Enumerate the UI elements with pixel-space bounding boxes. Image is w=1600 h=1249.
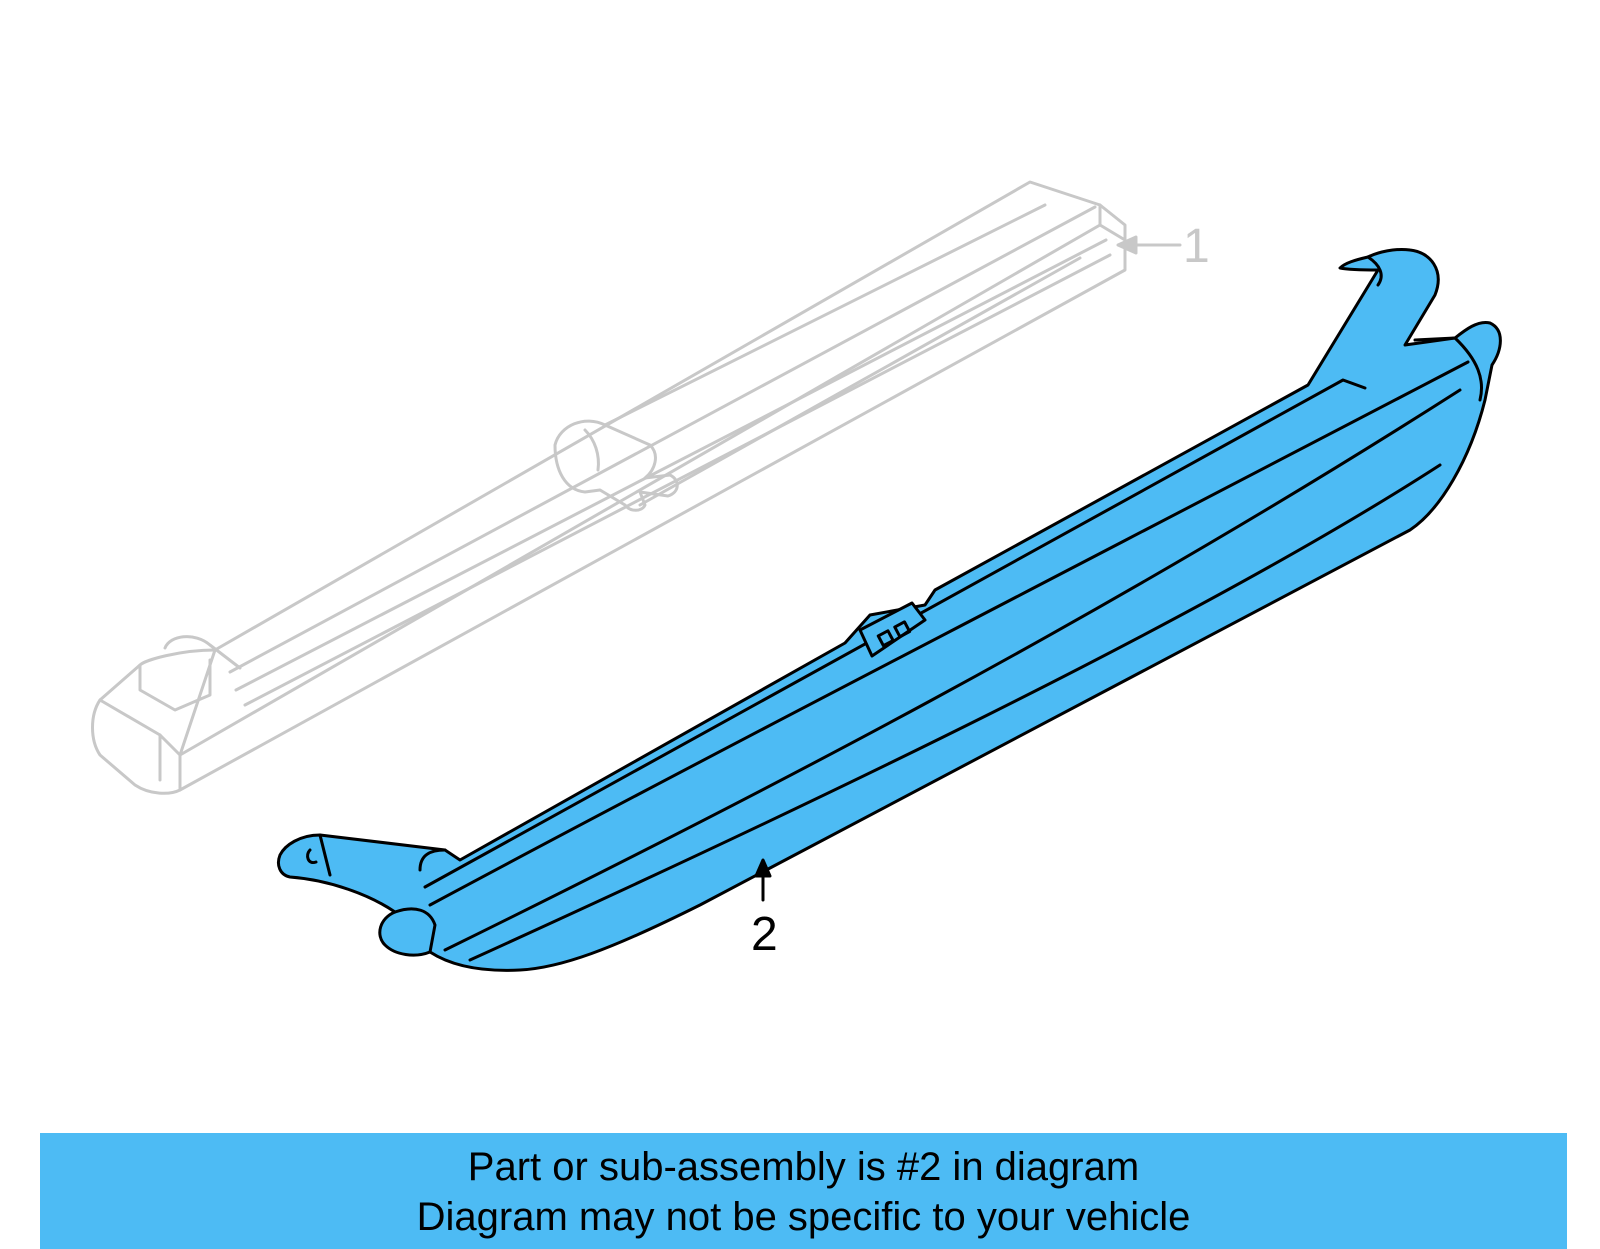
callout-label-1: 1 <box>1183 220 1210 273</box>
banner-line-disclaimer: Diagram may not be specific to your vehi… <box>416 1195 1191 1239</box>
banner-line-part-number: Part or sub-assembly is #2 in diagram <box>467 1145 1140 1189</box>
info-banner-background <box>40 1133 1567 1249</box>
callout-label-2: 2 <box>751 908 778 961</box>
ghost-assembly-part-1 <box>91 180 1182 795</box>
highlighted-part-2 <box>276 248 1502 972</box>
info-banner: Part or sub-assembly is #2 in diagram Di… <box>40 1133 1567 1249</box>
